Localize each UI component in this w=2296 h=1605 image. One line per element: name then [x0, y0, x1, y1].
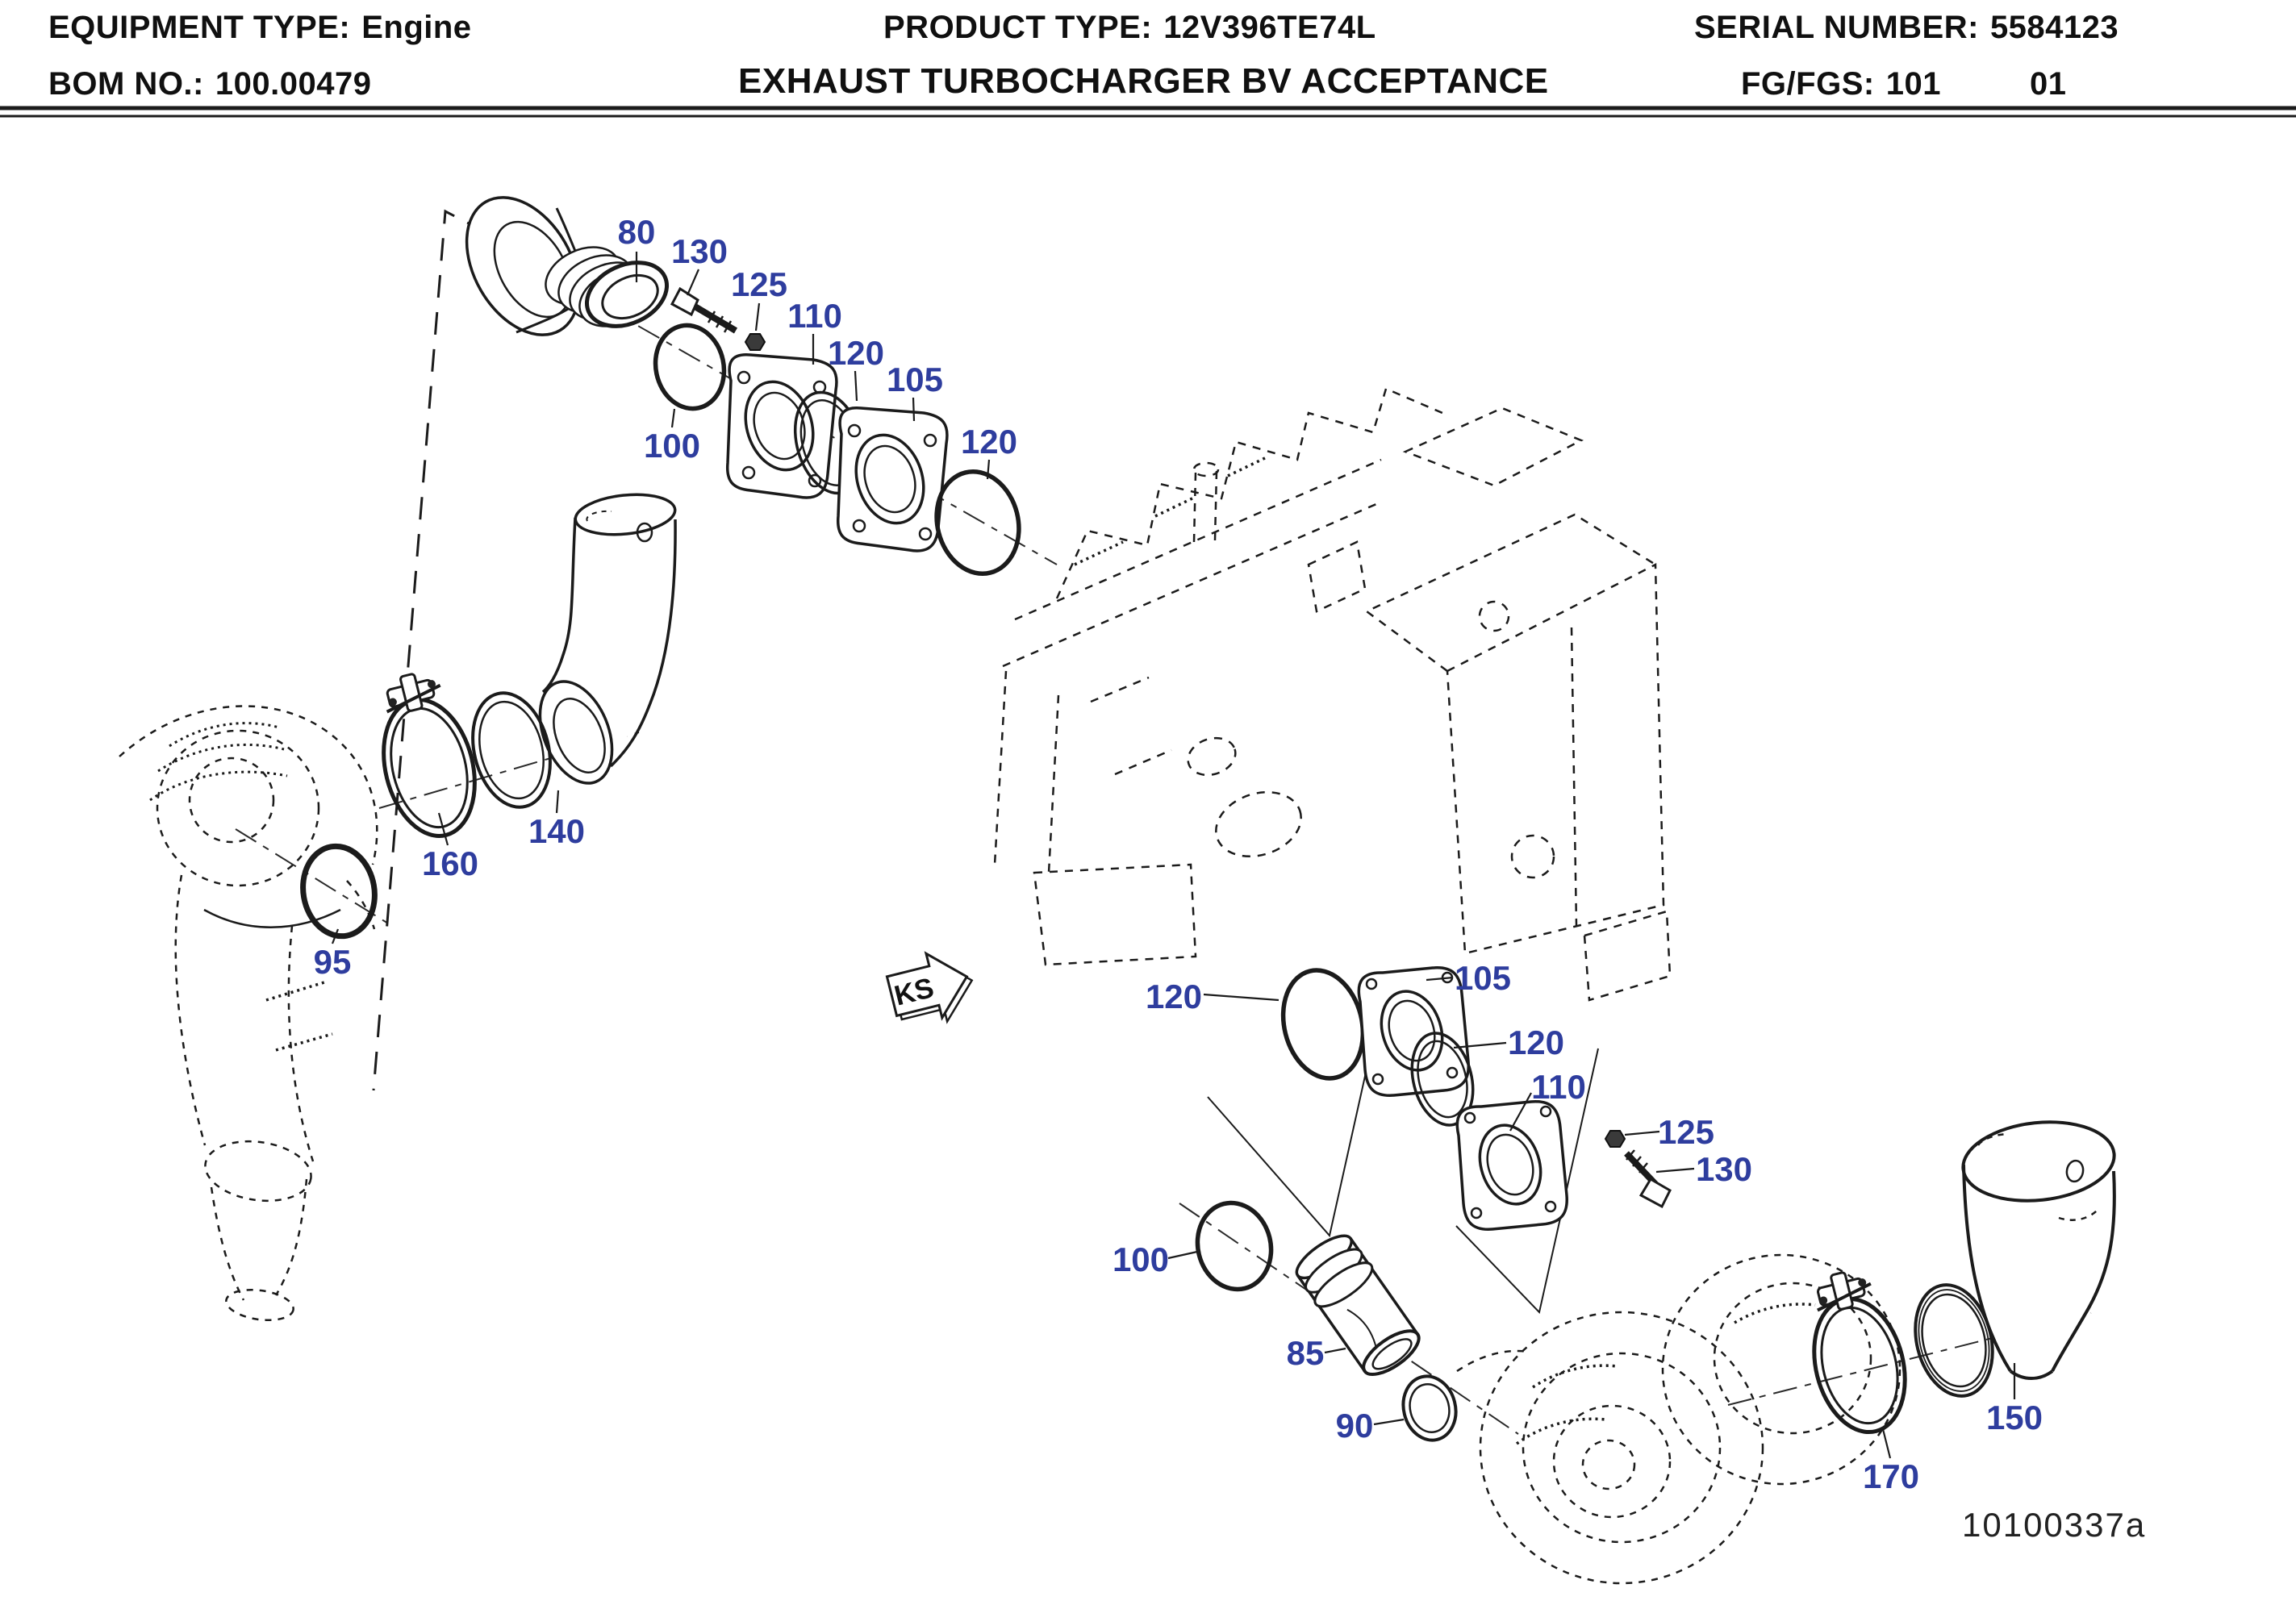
flex-bellows-80 [465, 196, 670, 336]
callout-130a[interactable]: 130 [671, 232, 728, 270]
callout-90[interactable]: 90 [1336, 1407, 1374, 1444]
callout-170[interactable]: 170 [1863, 1457, 1919, 1495]
o-ring-120-top [934, 469, 1021, 577]
callout-130b[interactable]: 130 [1696, 1150, 1752, 1188]
serial-number: SERIAL NUMBER: 5584123 [1694, 10, 2119, 46]
callout-105a[interactable]: 105 [887, 361, 943, 398]
callout-85[interactable]: 85 [1287, 1334, 1325, 1372]
header-rule [0, 106, 2296, 118]
hose-85 [1295, 1234, 1421, 1376]
callout-125a[interactable]: 125 [731, 265, 787, 303]
fg-fgs-value2: 01 [2029, 66, 2067, 102]
bom-no-value: 100.00479 [215, 66, 372, 102]
serial-number-label: SERIAL NUMBER: [1694, 10, 1979, 45]
view-direction-arrow: KS [885, 951, 974, 1024]
callout-120c[interactable]: 120 [1146, 978, 1202, 1015]
bom-no-label: BOM NO.: [48, 66, 204, 102]
callout-140[interactable]: 140 [528, 812, 585, 850]
left-turbocharger-ghost [119, 705, 378, 1322]
o-ring-100-top [653, 323, 727, 411]
callout-100b[interactable]: 100 [1113, 1240, 1169, 1278]
callout-120d[interactable]: 120 [1508, 1023, 1564, 1061]
right-turbocharger-ghost [1456, 1253, 1902, 1585]
callout-120a[interactable]: 120 [828, 334, 884, 372]
o-ring-95 [300, 843, 378, 940]
v-clamp-160 [382, 673, 477, 838]
callout-100a[interactable]: 100 [644, 427, 700, 465]
drawing-number: 10100337a [1962, 1506, 2146, 1544]
ring-90 [1401, 1374, 1458, 1442]
seal-ring-140 [471, 691, 552, 809]
equipment-type-value: Engine [361, 10, 472, 45]
equipment-type-label: EQUIPMENT TYPE: [48, 10, 351, 45]
fg-fgs-value: 101 [1885, 66, 1941, 102]
bom-no: BOM NO.: 100.00479 [48, 66, 371, 102]
o-ring-120-mid [1280, 968, 1366, 1081]
serial-number-value: 5584123 [1989, 10, 2119, 45]
callout-110a[interactable]: 110 [787, 297, 842, 335]
callout-160[interactable]: 160 [422, 844, 478, 882]
view-arrow-outline [885, 951, 969, 1021]
o-ring-100-bottom [1195, 1200, 1274, 1292]
fg-fgs: FG/FGS: 101 01 [1741, 66, 2066, 102]
nut-125-bottom [1604, 1130, 1626, 1148]
bolt-130-bottom [1624, 1149, 1672, 1209]
gasket-120-bottom [1410, 1032, 1475, 1127]
flange-110-bottom [1455, 1100, 1568, 1231]
leader-lines [331, 252, 2016, 1459]
callout-95[interactable]: 95 [314, 943, 352, 981]
product-type: PRODUCT TYPE: 12V396TE74L [883, 10, 1376, 46]
engine-block-ghost [993, 387, 1672, 1002]
product-type-label: PRODUCT TYPE: [883, 10, 1153, 45]
callout-110b[interactable]: 110 [1531, 1068, 1586, 1106]
callout-125b[interactable]: 125 [1658, 1113, 1714, 1151]
flange-105-top [836, 406, 949, 552]
v-clamp-170 [1812, 1271, 1907, 1435]
callout-80[interactable]: 80 [618, 213, 656, 251]
flange-110-top [725, 353, 838, 499]
elbow-pipe-150 [1961, 1120, 2116, 1380]
callout-105b[interactable]: 105 [1455, 959, 1511, 997]
fg-fgs-label: FG/FGS: [1741, 66, 1875, 102]
nut-125-top [744, 333, 766, 351]
bolt-130-top [670, 286, 738, 334]
callouts: 80 130 125 110 120 105 120 100 140 160 9… [314, 213, 2043, 1495]
equipment-type: EQUIPMENT TYPE: Engine [48, 10, 472, 46]
flange-105-bottom [1357, 966, 1470, 1097]
page-title: EXHAUST TURBOCHARGER BV ACCEPTANCE [738, 61, 1549, 101]
product-type-value: 12V396TE74L [1163, 10, 1376, 45]
callout-150[interactable]: 150 [1986, 1399, 2043, 1436]
callout-120b[interactable]: 120 [961, 423, 1017, 461]
elbow-pipe-140 [538, 493, 677, 785]
